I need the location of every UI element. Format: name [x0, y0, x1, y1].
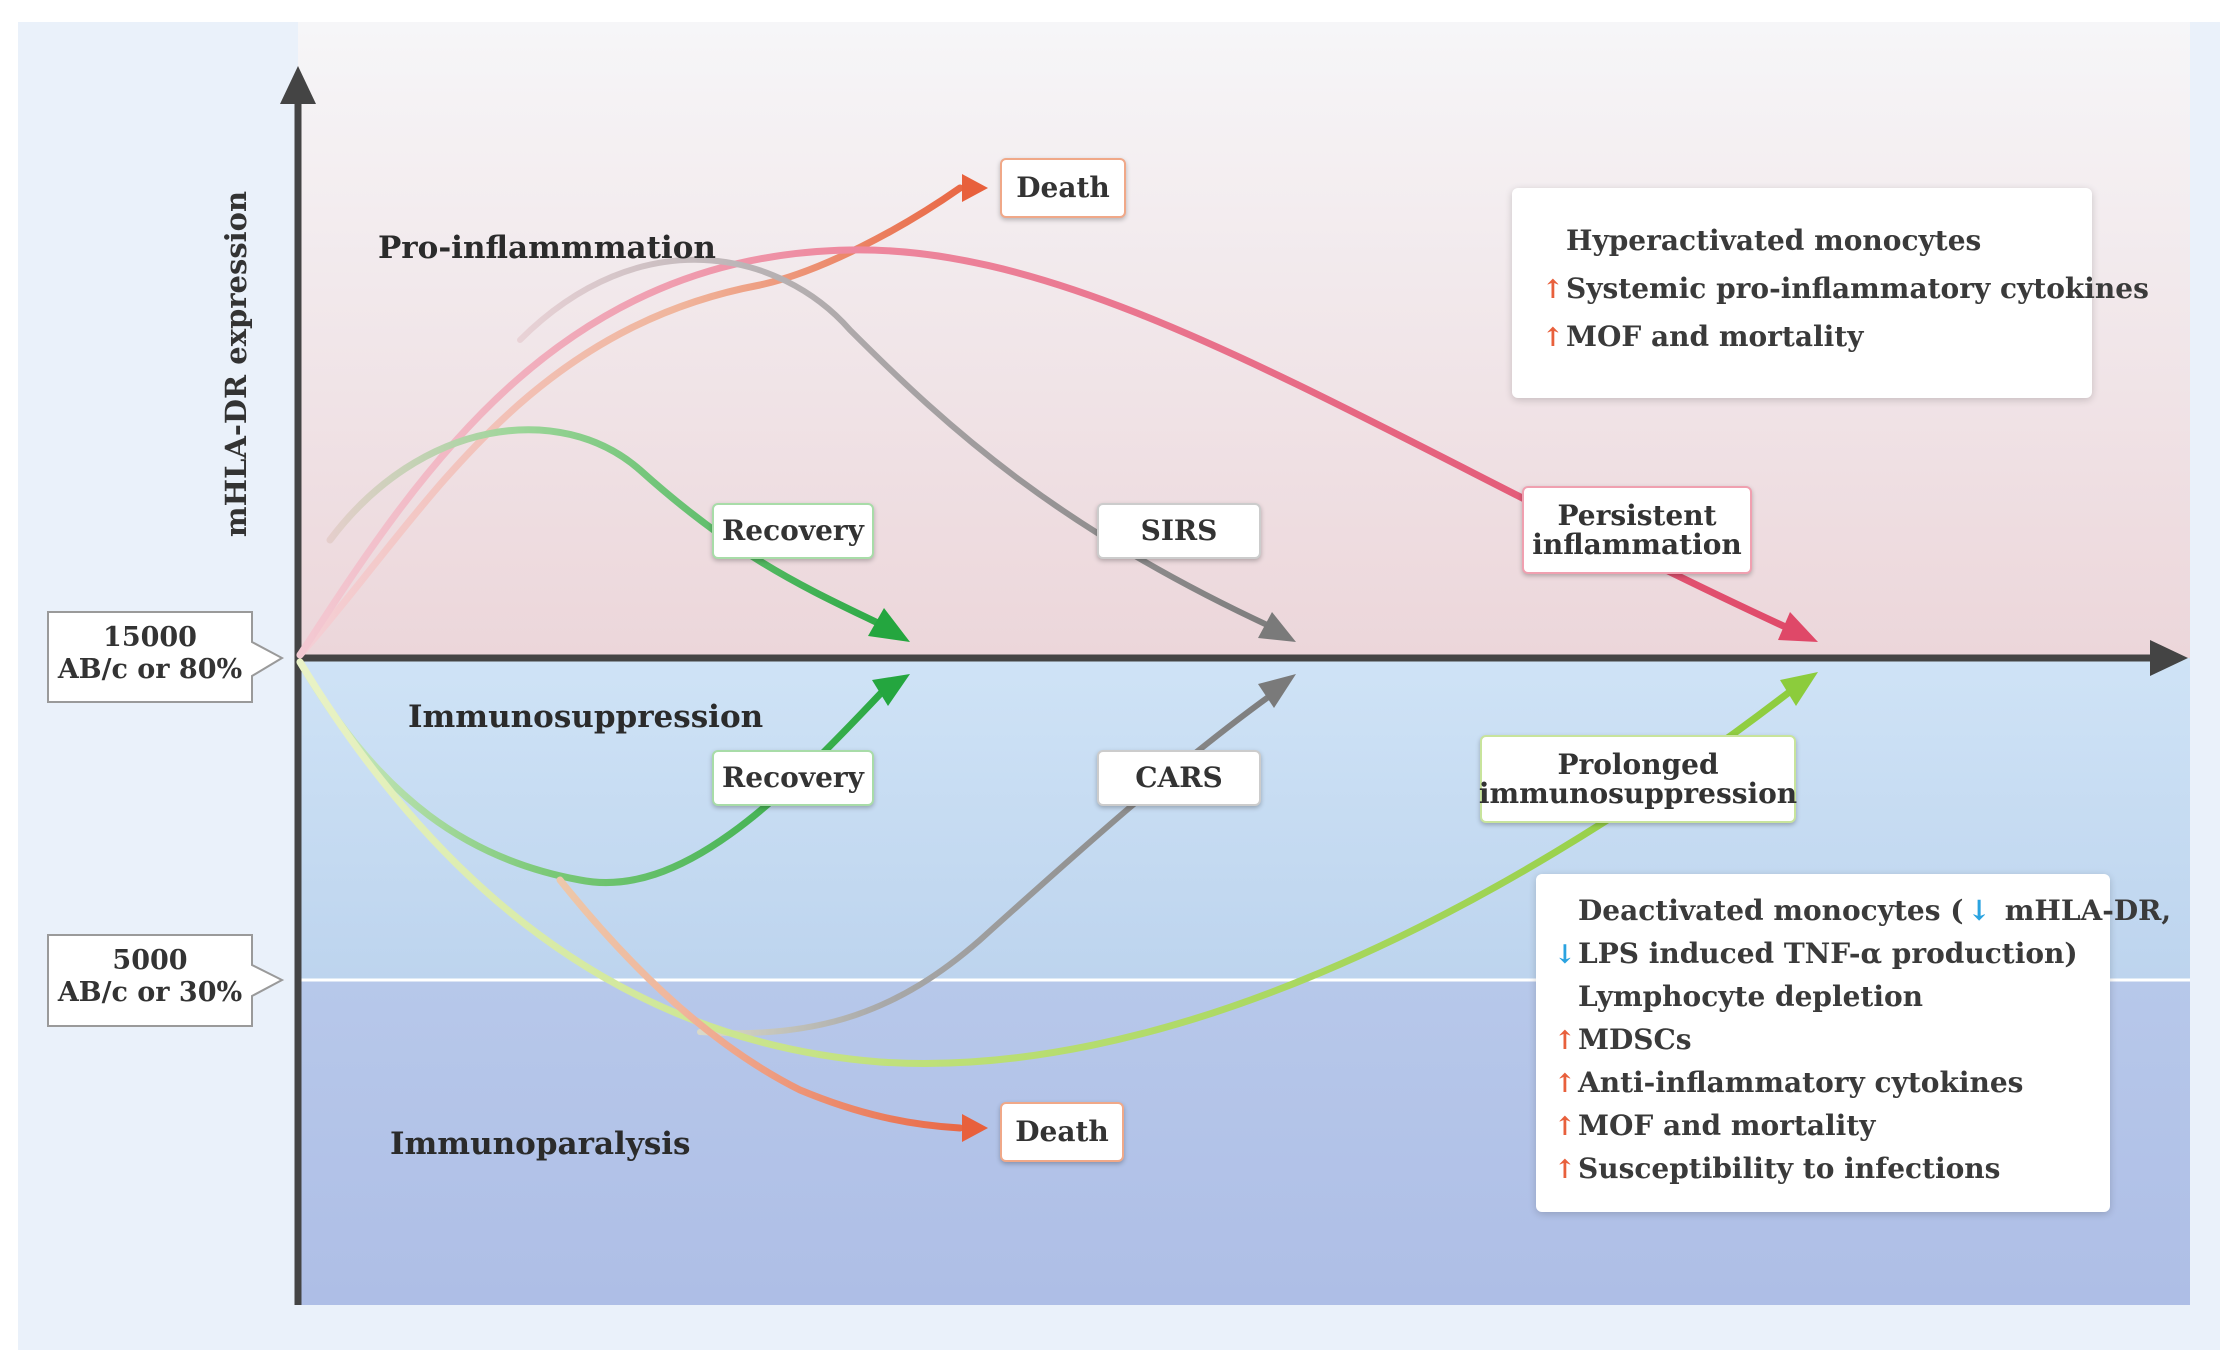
panel-bottom-row-4-text: MDSCs — [1578, 1023, 1692, 1056]
upper-threshold-callout-shape — [47, 611, 285, 703]
prolonged-label-line2: immunosuppression — [1478, 777, 1798, 810]
increase-arrow-icon: ↑ — [1554, 1112, 1576, 1142]
y-axis-arrowhead — [280, 66, 316, 104]
panel-bottom-row-2-text: LPS induced TNF-α production) — [1578, 937, 2078, 970]
panel-bottom-row-3-text: Lymphocyte depletion — [1578, 980, 1924, 1013]
panel-top-row-2: ↑Systemic pro-inflammatory cytokines — [1542, 272, 2149, 305]
sirs-box: SIRS — [1097, 503, 1261, 559]
sirs-label: SIRS — [1140, 514, 1218, 548]
persistent-label-line1: Persistent — [1557, 498, 1717, 532]
recovery-bottom-label: Recovery — [722, 761, 864, 795]
recovery-bottom-box: Recovery — [712, 750, 874, 806]
death-top-label: Death — [1016, 171, 1110, 205]
increase-arrow-icon: ↑ — [1554, 1026, 1576, 1056]
panel-top-row-1: Hyperactivated monocytes — [1566, 224, 1981, 257]
x-axis-arrowhead — [2150, 640, 2188, 676]
recovery-top-label: Recovery — [722, 514, 864, 548]
cars-label: CARS — [1135, 761, 1223, 795]
prolonged-immunosuppression-curve — [296, 658, 1796, 1067]
panel-top-row-2-text: Systemic pro-inflammatory cytokines — [1566, 272, 2149, 305]
sirs-arrowhead — [1258, 612, 1296, 642]
y-axis-label: mHLA-DR expression — [219, 190, 253, 538]
panel-top-row-3: ↑MOF and mortality — [1542, 320, 1864, 353]
panel-bottom-row-4: ↑MDSCs — [1554, 1023, 1692, 1056]
recovery-top-box: Recovery — [712, 503, 874, 559]
recovery-top-curve — [326, 426, 886, 629]
death-top-arrowhead — [962, 174, 988, 202]
deactivation-info-panel: Deactivated monocytes (↓ mHLA-DR, ↓LPS i… — [1536, 874, 2171, 1212]
lower-threshold-callout-shape — [47, 934, 285, 1027]
lower-threshold-unit: AB/c or 30% — [57, 977, 243, 1009]
panel-bottom-row-7: ↑Susceptibility to infections — [1554, 1152, 2001, 1185]
hyperactivation-info-panel: Hyperactivated monocytes ↑Systemic pro-i… — [1512, 188, 2149, 398]
zone-label-pro-inflammation: Pro-inflammmation — [378, 230, 716, 266]
upper-threshold-value: 15000 — [103, 622, 197, 653]
death-top-curve — [296, 184, 964, 659]
cars-box: CARS — [1097, 750, 1261, 806]
recovery-top-arrowhead — [868, 608, 910, 642]
panel-top-row-3-text: MOF and mortality — [1566, 320, 1864, 353]
persistent-inflammation-curve — [296, 246, 1796, 659]
panel-bottom-row-6-text: MOF and mortality — [1578, 1109, 1876, 1142]
panel-bottom-row-2: ↓LPS induced TNF-α production) — [1554, 937, 2078, 970]
prolonged-label-line1: Prolonged — [1557, 747, 1719, 781]
panel-bottom-row-1-text-b: mHLA-DR, — [1994, 894, 2172, 927]
increase-arrow-icon: ↑ — [1554, 1069, 1576, 1099]
panel-bottom-row-6: ↑MOF and mortality — [1554, 1109, 1876, 1142]
increase-arrow-icon: ↑ — [1542, 323, 1564, 353]
panel-bottom-row-1-text-a: Deactivated monocytes ( — [1578, 894, 1964, 927]
prolonged-arrowhead — [1780, 672, 1818, 706]
panel-bottom-row-1: Deactivated monocytes (↓ mHLA-DR, — [1578, 894, 2171, 927]
recovery-bottom-arrowhead — [872, 674, 910, 706]
death-bottom-label: Death — [1015, 1115, 1109, 1149]
lower-threshold-value: 5000 — [112, 945, 188, 976]
panel-top-row-1-text: Hyperactivated monocytes — [1566, 224, 1982, 257]
death-bottom-curve — [556, 876, 964, 1132]
panel-bottom-row-7-text: Susceptibility to infections — [1578, 1152, 2001, 1185]
panel-bottom-row-5-text: Anti-inflammatory cytokines — [1578, 1066, 2024, 1099]
panel-bottom-row-5: ↑Anti-inflammatory cytokines — [1554, 1066, 2024, 1099]
cars-arrowhead — [1258, 674, 1296, 708]
persistent-arrowhead — [1778, 612, 1818, 642]
increase-arrow-icon: ↑ — [1554, 1155, 1576, 1185]
upper-threshold-label: 15000 AB/c or 80% — [48, 622, 252, 687]
death-top-box: Death — [1000, 158, 1126, 218]
lower-threshold-label: 5000 AB/c or 30% — [48, 945, 252, 1010]
persistent-label-line2: inflammation — [1532, 528, 1742, 561]
increase-arrow-icon: ↑ — [1542, 275, 1564, 305]
decrease-arrow-icon: ↓ — [1967, 894, 1991, 927]
zone-label-immunoparalysis: Immunoparalysis — [390, 1126, 691, 1162]
death-bottom-arrowhead — [962, 1114, 988, 1142]
decrease-arrow-icon: ↓ — [1554, 940, 1576, 970]
upper-threshold-unit: AB/c or 80% — [57, 654, 243, 686]
death-bottom-box: Death — [1000, 1102, 1124, 1162]
panel-bottom-row-3: Lymphocyte depletion — [1578, 980, 1923, 1013]
zone-label-immunosuppression: Immunosuppression — [408, 699, 764, 735]
